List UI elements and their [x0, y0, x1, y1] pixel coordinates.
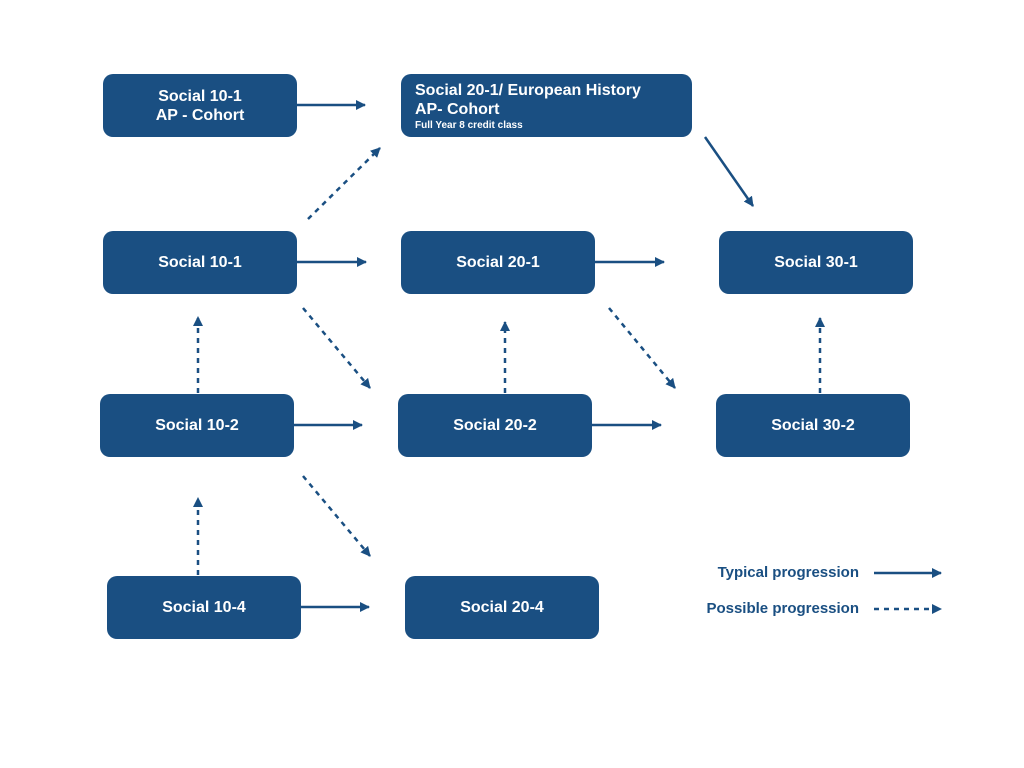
- node-label: Social 20-1: [456, 254, 540, 271]
- node-label: Social 20-4: [460, 599, 544, 616]
- node-social-10-1: Social 10-1: [103, 231, 297, 294]
- typical-progression-arrow: [703, 136, 755, 207]
- node-social-10-1-ap-cohort: Social 10-1 AP - Cohort: [103, 74, 297, 137]
- arrows: [193, 100, 825, 612]
- node-label: Social 20-2: [453, 417, 537, 434]
- node-label-line: AP - Cohort: [155, 106, 245, 124]
- legend-possible-label: Possible progression: [706, 600, 859, 617]
- possible-progression-arrow: [608, 307, 676, 389]
- node-social-30-2: Social 30-2: [716, 394, 910, 457]
- node-note: Full Year 8 credit class: [415, 120, 523, 131]
- possible-progression-arrow: [307, 147, 381, 220]
- node-label: Social 10-2: [155, 417, 239, 434]
- node-social-20-1: Social 20-1: [401, 231, 595, 294]
- node-label-line: AP- Cohort: [415, 101, 500, 118]
- node-social-20-1-european-history: Social 20-1/ European History AP- Cohort…: [401, 74, 692, 137]
- node-social-10-2: Social 10-2: [100, 394, 294, 457]
- node-social-20-4: Social 20-4: [405, 576, 599, 639]
- node-label: Social 30-2: [771, 417, 855, 434]
- legend-typical-label: Typical progression: [717, 564, 859, 581]
- node-label: Social 10-4: [162, 599, 246, 616]
- node-label-line: Social 20-1/ European History: [415, 82, 641, 99]
- possible-progression-arrow: [302, 307, 371, 389]
- node-social-20-2: Social 20-2: [398, 394, 592, 457]
- node-label: Social 10-1: [158, 254, 242, 271]
- node-social-30-1: Social 30-1: [719, 231, 913, 294]
- node-social-10-4: Social 10-4: [107, 576, 301, 639]
- possible-progression-arrow: [302, 475, 371, 557]
- node-label-line: Social 10-1: [158, 87, 242, 105]
- node-label: Social 30-1: [774, 254, 858, 271]
- legend-lines: [874, 568, 942, 614]
